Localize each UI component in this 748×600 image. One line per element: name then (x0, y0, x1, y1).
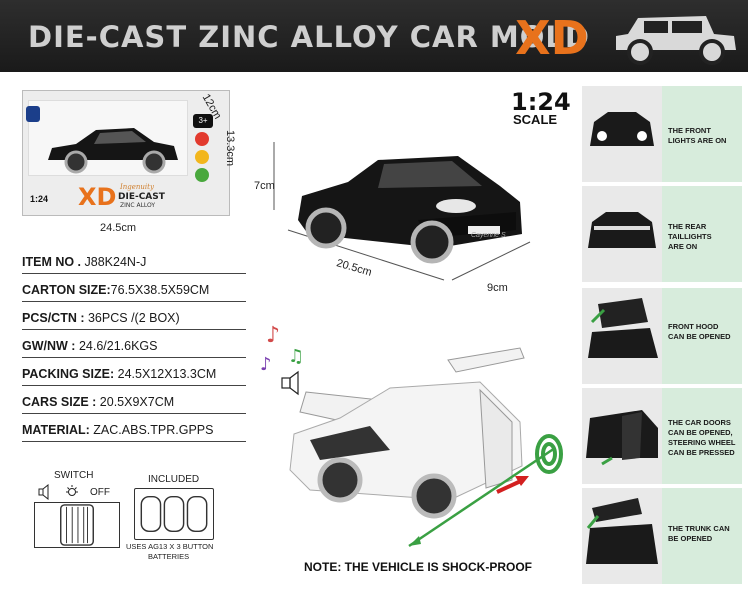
music-notes-icon: ♪ ♪ ♫ (260, 323, 304, 396)
header-banner: DIE-CAST ZINC ALLOY CAR MOLD XD (0, 0, 748, 72)
spec-packing-size: PACKING SIZE: 24.5X12X13.3CM (22, 364, 246, 386)
feature-line: THE REAR (668, 222, 707, 231)
feature-line: LIGHTS ARE ON (668, 136, 727, 145)
spec-value: 24.6/21.6KGS (78, 339, 158, 353)
spec-gw-nw: GW/NW : 24.6/21.6KGS (22, 336, 246, 358)
package-brand-xd: XD (78, 183, 116, 210)
spec-key: CARS SIZE : (22, 395, 97, 409)
feature-line: CAN BE OPENED (668, 332, 731, 341)
package-car-image (48, 128, 178, 174)
shock-proof-note: NOTE: THE VEHICLE IS SHOCK-PROOF (304, 560, 533, 574)
spec-value: J88K24N-J (84, 255, 147, 269)
battery-note-line1: USES AG13 X 3 BUTTON (126, 542, 214, 551)
feature-line: THE CAR DOORS (668, 418, 731, 427)
spec-value: 20.5X9X7CM (99, 395, 175, 409)
age-badge: 3+ (193, 114, 213, 128)
spec-cars-size: CARS SIZE : 20.5X9X7CM (22, 392, 246, 414)
package-brand-logo: XD Ingenuity DIE-CAST ZINC ALLOY (78, 183, 166, 210)
package-brand-line3: ZINC ALLOY (120, 202, 155, 209)
spec-key: CARTON SIZE: (22, 283, 111, 297)
spec-value: ZAC.ABS.TPR.GPPS (93, 423, 214, 437)
feature-panel-rear-lights: THE REAR TAILLIGHTS ARE ON (582, 186, 742, 282)
feature-panel-front-hood: FRONT HOOD CAN BE OPENED (582, 288, 742, 384)
main-car-image (273, 142, 531, 281)
light-bulb-icon (66, 485, 78, 496)
package-lights (195, 132, 209, 186)
spec-pcs-ctn: PCS/CTN : 36PCS /(2 BOX) (22, 308, 246, 330)
red-light-icon (195, 132, 209, 146)
front-lights-photo (582, 86, 662, 182)
green-light-icon (195, 168, 209, 182)
feature-text: THE REAR TAILLIGHTS ARE ON (668, 222, 712, 252)
switch-off-label: OFF (90, 487, 110, 498)
header-logo-text: XD (515, 12, 589, 62)
car-height-label: 7cm (254, 180, 275, 192)
package-width-label: 24.5cm (100, 222, 137, 234)
spec-value: 24.5X12X13.3CM (117, 367, 217, 381)
svg-text:♪: ♪ (266, 323, 280, 348)
car-plate-text: Cayenne S (471, 232, 506, 239)
feature-text: THE TRUNK CAN BE OPENED (668, 524, 730, 544)
spec-value: 36PCS /(2 BOX) (87, 311, 180, 325)
feature-panel-trunk: THE TRUNK CAN BE OPENED (582, 488, 742, 584)
svg-text:♪: ♪ (260, 354, 272, 375)
battery-icon (134, 488, 214, 540)
spec-item-no: ITEM NO . J88K24N-J (22, 252, 246, 274)
spec-value: 76.5X38.5X59CM (110, 283, 210, 297)
spec-carton-size: CARTON SIZE:76.5X38.5X59CM (22, 280, 246, 302)
trunk-photo (582, 488, 662, 584)
green-arrow-icon (409, 536, 421, 546)
rear-lights-photo (582, 186, 662, 282)
package-scale: 1:24 (30, 194, 49, 204)
feature-panel-front-lights: THE FRONT LIGHTS ARE ON (582, 86, 742, 182)
feature-line: CAN BE OPENED, (668, 428, 733, 437)
shield-badge-icon (26, 106, 40, 122)
spec-key: ITEM NO . (22, 255, 82, 269)
spec-material: MATERIAL: ZAC.ABS.TPR.GPPS (22, 420, 246, 442)
feature-panel-doors: THE CAR DOORS CAN BE OPENED, STEERING WH… (582, 388, 742, 484)
feature-text: THE CAR DOORS CAN BE OPENED, STEERING WH… (668, 418, 736, 458)
car-doors-photo (582, 388, 662, 484)
switch-icons (38, 484, 78, 500)
header-title: DIE-CAST ZINC ALLOY CAR MOLD (28, 20, 590, 54)
feature-line: STEERING WHEEL (668, 438, 736, 447)
green-arrow-line (408, 446, 556, 548)
scale-number: 1:24 (511, 88, 571, 116)
feature-text: FRONT HOOD CAN BE OPENED (668, 322, 731, 342)
feature-line: THE TRUNK CAN (668, 524, 730, 533)
battery-note-line2: BATTERIES (148, 552, 190, 561)
feature-line: BE OPENED (668, 534, 713, 543)
feature-line: CAN BE PRESSED (668, 448, 735, 457)
spec-key: PACKING SIZE: (22, 367, 115, 381)
switch-diagram (34, 502, 120, 548)
feature-line: TAILLIGHTS (668, 232, 712, 241)
front-hood-photo (582, 288, 662, 384)
scale-word: SCALE (513, 112, 558, 127)
speaker-icon (38, 484, 49, 500)
shock-proof-indicator (408, 434, 563, 548)
package-brand-line1: Ingenuity (119, 183, 155, 191)
package-height-label: 13.3cm (224, 130, 236, 167)
xd-logo-icon: XD (515, 12, 589, 62)
spec-key: GW/NW : (22, 339, 76, 353)
width-dimension-line (451, 241, 531, 281)
car-width-label: 9cm (487, 282, 508, 294)
included-label: INCLUDED (148, 474, 200, 485)
feature-text: THE FRONT LIGHTS ARE ON (668, 126, 726, 146)
open-car-image (289, 347, 525, 519)
red-arrow-icon (515, 476, 529, 486)
yellow-light-icon (195, 150, 209, 164)
speaker-icon (281, 370, 299, 396)
spec-key: PCS/CTN : (22, 311, 85, 325)
spec-key: MATERIAL: (22, 423, 90, 437)
jeep-silhouette-icon (616, 16, 736, 65)
package-brand-line2: DIE-CAST (118, 192, 166, 202)
svg-text:♫: ♫ (288, 346, 304, 367)
switch-label: SWITCH (54, 470, 94, 481)
license-plate (468, 226, 500, 234)
feature-line: THE FRONT (668, 126, 711, 135)
feature-line: ARE ON (668, 242, 698, 251)
spring-coil-icon (535, 434, 563, 474)
feature-line: FRONT HOOD (668, 322, 719, 331)
